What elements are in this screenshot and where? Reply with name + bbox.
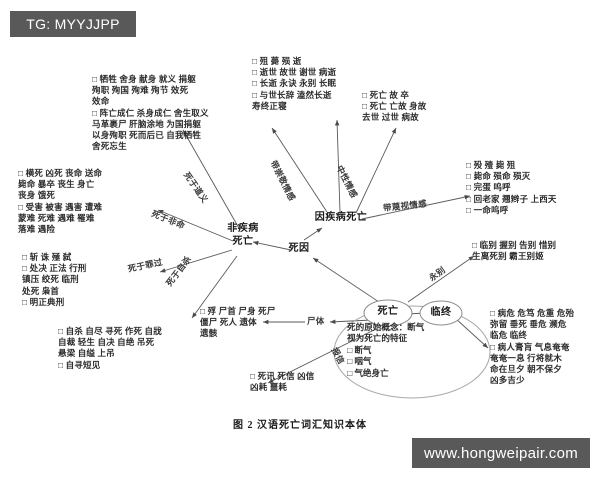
node-non-disease-death[interactable]: 非疾病 死亡 <box>227 223 259 247</box>
edge-nondisease-righteous <box>182 129 241 231</box>
edge-label-corpse: 尸体 <box>307 316 325 326</box>
edge-cause-to-disease <box>303 227 323 241</box>
edge-disease-neutral <box>334 119 341 213</box>
edge-death-to-cause <box>312 257 389 309</box>
edge-dying-to-terms <box>454 317 489 349</box>
edge-death-to-news <box>267 329 375 384</box>
block-neutral-passing: □ 殂 薨 殒 逝 □ 逝世 故世 谢世 病逝 □ 长逝 永诀 永别 长眠 □ … <box>252 56 337 111</box>
edge-nondisease-unnatural <box>157 209 234 242</box>
block-corpse-terms: □ 殍 尸首 尸身 死尸 僵尸 死人 遗体 遗骸 <box>200 306 276 339</box>
node-ellipse-dying <box>419 300 463 326</box>
block-farewell-terms: □ 临别 握别 告别 惜别 生离死别 霸王别姬 <box>472 240 557 262</box>
core-concept-items: □ 断气 □ 咽气 □ 气绝身亡 <box>347 344 389 378</box>
core-concept-text: 死的原始概念：断气 视为死亡的特征□ 断气 □ 咽气 □ 气绝身亡 <box>347 322 479 379</box>
node-death[interactable]: 死亡 <box>377 306 399 317</box>
edge-death-to-corpse <box>329 319 373 324</box>
core-concept-ellipse <box>333 305 491 399</box>
block-dying-terms: □ 病危 危笃 危重 危殆 弥留 垂死 垂危 濒危 临危 临终 □ 病人膏肓 气… <box>490 308 575 386</box>
watermark-bottom-right: www.hongweipair.com <box>412 438 590 468</box>
block-righteous-sacrifice: □ 牺牲 舍身 献身 就义 捐躯 殉职 殉国 殉难 殉节 效死 效命 □ 阵亡成… <box>92 74 209 152</box>
edge-disease-reverent <box>271 127 328 213</box>
node-disease-death[interactable]: 因疾病死亡 <box>314 212 368 223</box>
watermark-top-left: TG: MYYJJPP <box>10 11 136 37</box>
block-unnatural-death: □ 横死 凶死 丧命 送命 毙命 暴卒 丧生 身亡 丧身 饿死 □ 受害 被害 … <box>18 168 103 235</box>
node-dying[interactable]: 临终 <box>430 307 452 318</box>
edge-nondisease-suicide <box>191 255 238 319</box>
node-ellipse-death <box>363 299 413 327</box>
edge-death-to-farewell <box>407 255 475 303</box>
block-suicide: □ 自杀 自尽 寻死 作死 自戕 自裁 轻生 自决 自绝 吊死 悬梁 自缢 上吊… <box>58 326 162 370</box>
block-plain-death: □ 死亡 故 卒 □ 死亡 亡故 身故 去世 过世 病故 <box>362 90 427 123</box>
edge-nondisease-crime <box>159 249 233 273</box>
edge-cause-to-nondisease <box>252 240 292 251</box>
block-execution: □ 斩 诛 殛 弑 □ 处决 正法 行刑 镇压 绞死 临刑 处死 枭首 □ 明正… <box>22 252 87 307</box>
figure-caption: 图 2 汉语死亡词汇知识本体 <box>233 420 367 431</box>
block-death-news: □ 死讯 死信 凶信 凶耗 噩耗 <box>250 371 315 393</box>
block-contempt-death: □ 殁 殪 毙 殂 □ 毙命 殒命 殒灭 □ 完蛋 呜呼 □ 回老家 翘辫子 上… <box>466 160 557 215</box>
edge-disease-contempt <box>361 194 471 220</box>
edge-disease-plain <box>355 127 397 214</box>
node-cause-of-death[interactable]: 死因 <box>288 243 310 254</box>
core-concept-headline: 死的原始概念：断气 视为死亡的特征 <box>347 322 425 344</box>
